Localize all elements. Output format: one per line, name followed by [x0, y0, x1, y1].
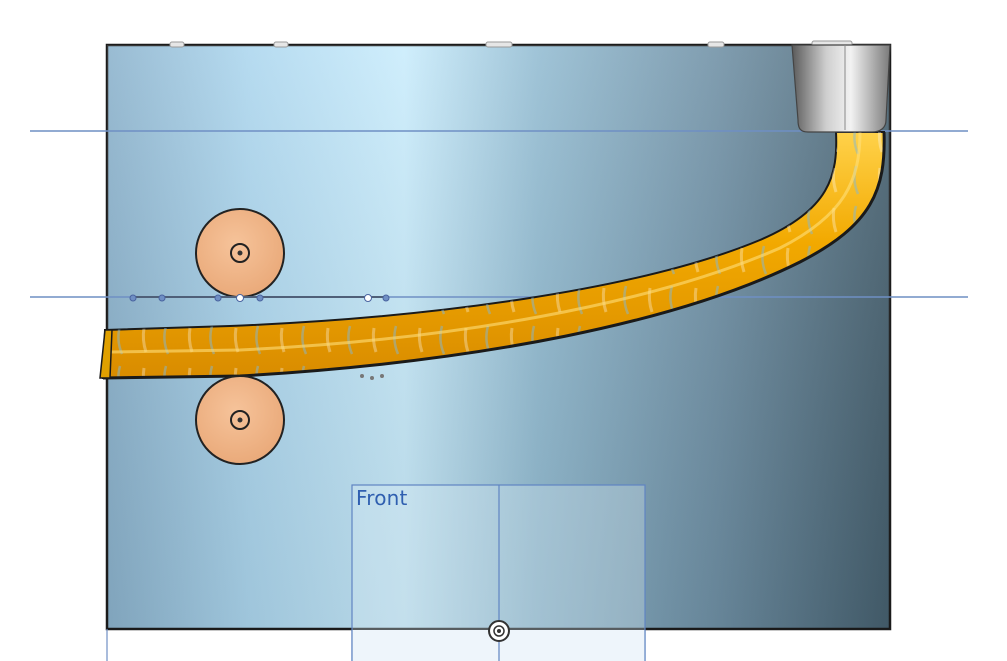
top-edge-markers: [169, 40, 853, 48]
tube-end-cap: [99, 329, 113, 379]
origin-icon[interactable]: [488, 620, 510, 642]
roller-bottom[interactable]: [195, 375, 285, 465]
roller-top[interactable]: [195, 208, 285, 298]
sketch-points[interactable]: [129, 294, 390, 302]
bent-tube[interactable]: [101, 131, 886, 380]
tube-edge-markers: [360, 374, 384, 380]
bending-die[interactable]: [791, 44, 891, 133]
